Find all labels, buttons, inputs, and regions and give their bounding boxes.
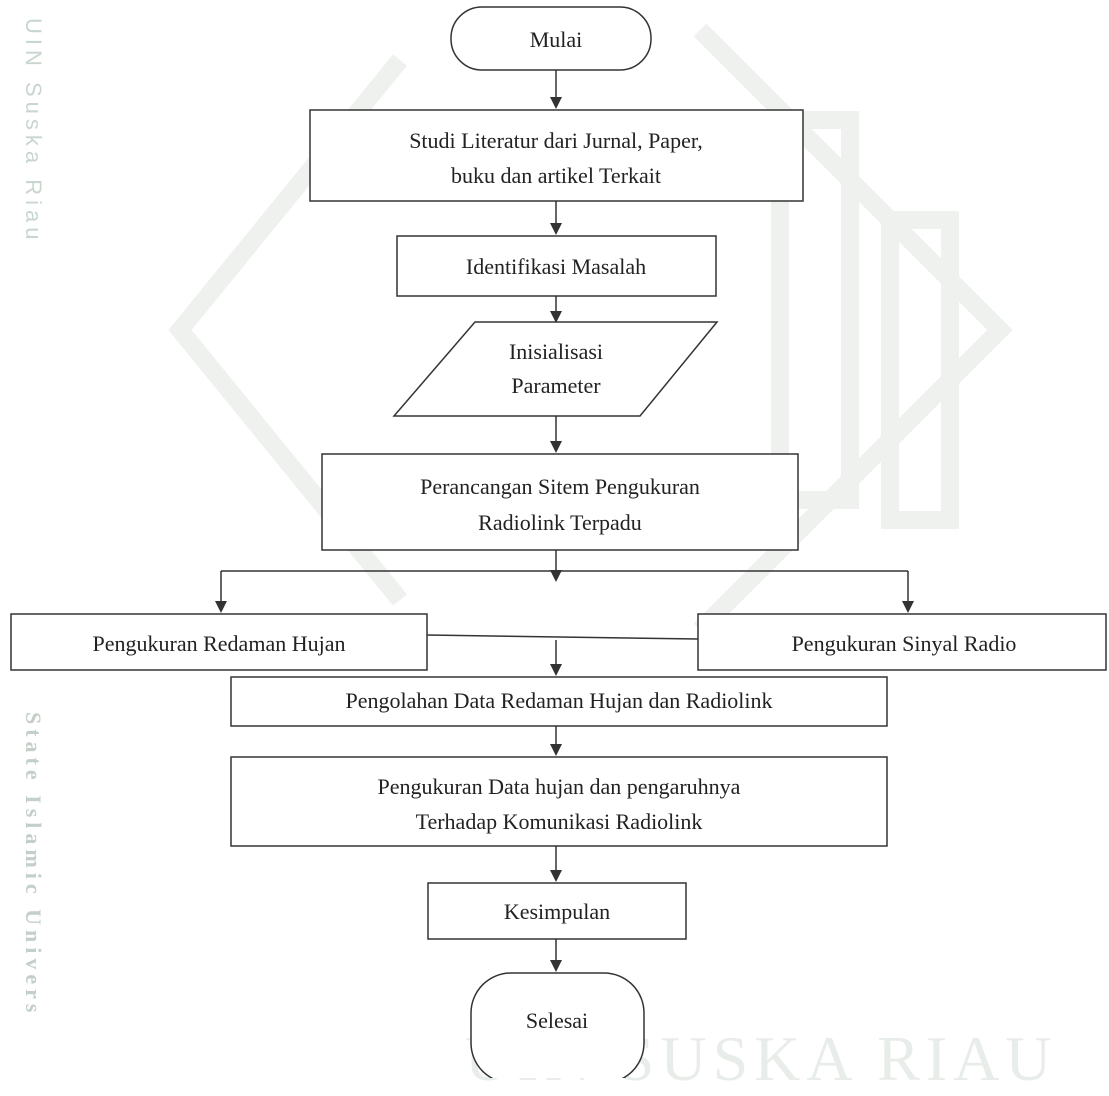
watermark-side-bottom: State Islamic Univers (21, 712, 46, 1018)
node-start: Mulai (450, 6, 652, 71)
node-design-line2: Radiolink Terpadu (478, 510, 642, 535)
watermark-side-top: UIN Suska Riau (21, 18, 46, 245)
merge-line (426, 634, 699, 640)
node-signal: Pengukuran Sinyal Radio (697, 613, 1107, 671)
node-rain-label: Pengukuran Redaman Hujan (93, 631, 346, 656)
node-conclusion: Kesimpulan (427, 882, 687, 940)
connectors (215, 68, 914, 972)
node-init-line2: Parameter (511, 373, 601, 398)
node-literature-line2: buku dan artikel Terkait (451, 163, 661, 188)
node-literature-line1: Studi Literatur dari Jurnal, Paper, (409, 128, 703, 153)
node-init-line1: Inisialisasi (509, 339, 603, 364)
node-design-line1: Perancangan Sitem Pengukuran (420, 474, 700, 499)
node-analysis-line2: Terhadap Komunikasi Radiolink (416, 809, 703, 834)
node-analysis: Pengukuran Data hujan dan pengaruhnya Te… (230, 756, 888, 847)
node-rain: Pengukuran Redaman Hujan (10, 613, 428, 671)
node-init: Inisialisasi Parameter (392, 321, 719, 417)
node-signal-label: Pengukuran Sinyal Radio (792, 631, 1017, 656)
node-analysis-line1: Pengukuran Data hujan dan pengaruhnya (378, 774, 741, 799)
node-end: Selesai (470, 972, 645, 1078)
node-literature: Studi Literatur dari Jurnal, Paper, buku… (309, 109, 804, 202)
node-end-label: Selesai (526, 1008, 588, 1033)
node-design: Perancangan Sitem Pengukuran Radiolink T… (321, 453, 799, 551)
node-conclusion-label: Kesimpulan (504, 899, 610, 924)
node-processing: Pengolahan Data Redaman Hujan dan Radiol… (230, 676, 888, 727)
node-identify-label: Identifikasi Masalah (466, 254, 646, 279)
node-processing-label: Pengolahan Data Redaman Hujan dan Radiol… (345, 688, 772, 713)
node-start-label: Mulai (530, 27, 583, 52)
node-identify: Identifikasi Masalah (396, 235, 717, 297)
